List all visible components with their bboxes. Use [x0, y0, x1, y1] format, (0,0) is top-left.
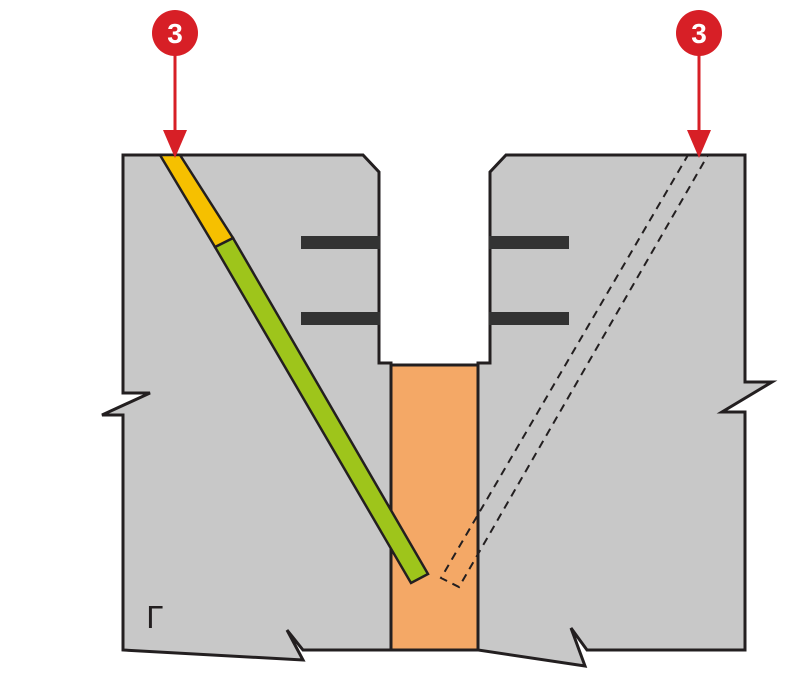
arrow-left — [163, 48, 187, 158]
right-concrete-block — [476, 153, 778, 668]
corner-mark: Г — [146, 601, 164, 636]
callout-number-right: 3 — [691, 18, 707, 49]
arrow-right — [687, 48, 711, 158]
bar-left-lower — [301, 312, 380, 325]
joint-filler — [389, 363, 480, 652]
left-concrete-block — [101, 153, 393, 662]
callout-badge-left: 3 — [152, 10, 198, 56]
callout-badge-right: 3 — [676, 10, 722, 56]
bar-right-lower — [489, 312, 569, 325]
bar-left-upper — [301, 236, 380, 249]
callout-number-left: 3 — [167, 18, 183, 49]
bar-right-upper — [489, 236, 569, 249]
rod-right-dashed — [439, 154, 710, 589]
rod-left-top — [157, 153, 235, 249]
